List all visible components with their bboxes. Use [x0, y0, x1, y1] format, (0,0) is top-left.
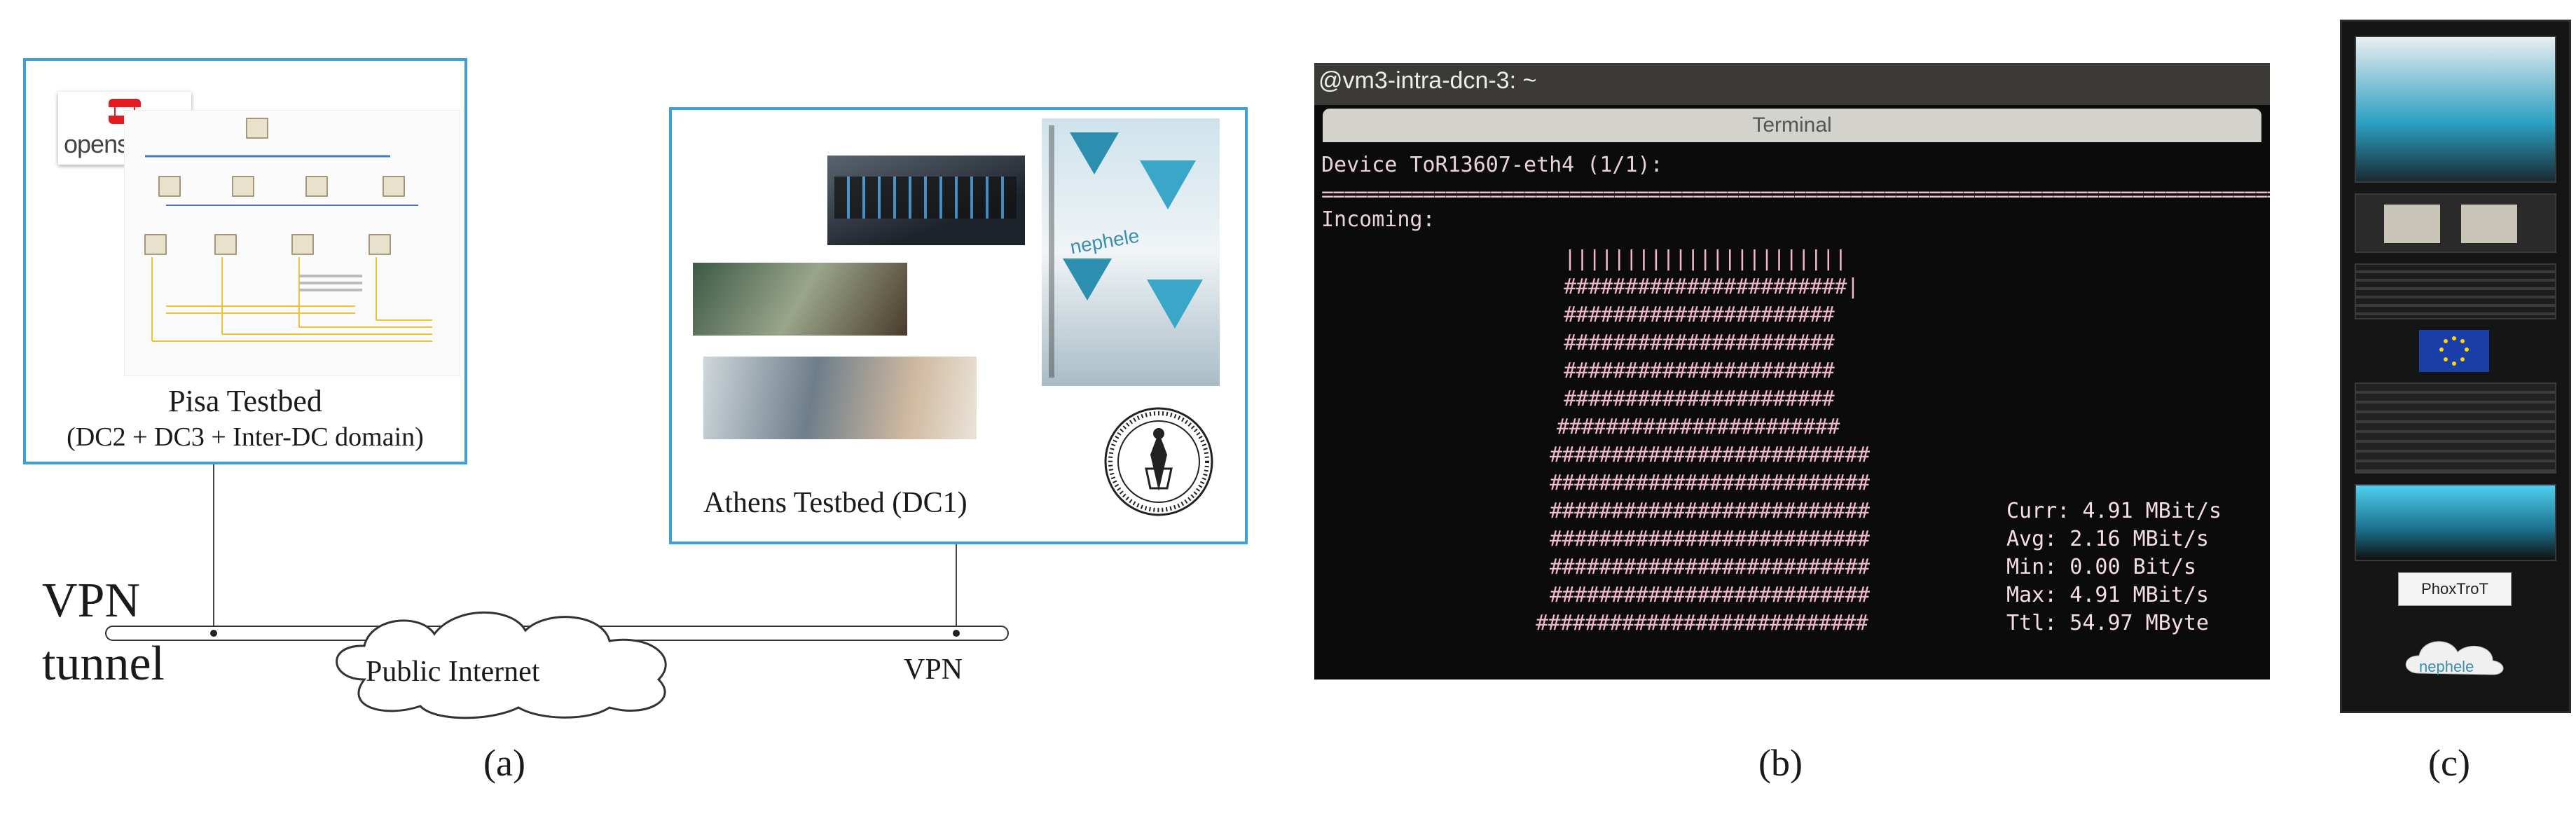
traffic-graph-row: #######################|: [1564, 275, 1859, 299]
traffic-graph-row: ######################: [1564, 359, 1835, 383]
vpn-tunnel-title-line2: tunnel: [42, 637, 165, 691]
traffic-graph-row: #######################: [1557, 415, 1840, 439]
stat-total: Ttl: 54.97 MByte: [2006, 611, 2209, 635]
phoxtrot-label-text: PhoxTroT: [2421, 580, 2488, 598]
traffic-graph-row: ##########################: [1550, 583, 1870, 607]
terminal-window-title: @vm3-intra-dcn-3: ~: [1318, 67, 1537, 94]
traffic-graph-row: ###########################: [1536, 611, 1868, 635]
stat-minimum: Min: 0.00 Bit/s: [2006, 555, 2196, 579]
rack-switch-unit: [2355, 382, 2556, 474]
pisa-connector-line: [213, 464, 214, 630]
incoming-label: Incoming:: [1321, 207, 1435, 232]
lab-bench-photo: [703, 357, 977, 439]
switch-photo: [827, 156, 1025, 245]
terminal-tab-title: Terminal: [1752, 113, 1832, 137]
athens-tunnel-endpoint: [953, 630, 960, 637]
panel-label-b: (b): [1758, 742, 1803, 784]
traffic-graph-row: ##########################: [1550, 555, 1870, 579]
separator-line: ========================================…: [1321, 182, 2270, 207]
terminal-window: @vm3-intra-dcn-3: ~ Terminal Device ToR1…: [1314, 63, 2270, 680]
lab-board-photo: [693, 263, 907, 336]
traffic-graph-row: ##########################: [1550, 471, 1870, 495]
traffic-graph-row: ######################: [1564, 331, 1835, 355]
public-internet-cloud: [336, 611, 667, 719]
traffic-graph-row: ######################: [1564, 303, 1835, 327]
stat-maximum: Max: 4.91 MBit/s: [2006, 583, 2209, 607]
traffic-graph-row: ##########################: [1550, 499, 1870, 523]
pisa-caption-title: Pisa Testbed: [168, 384, 322, 418]
phoxtrot-label: PhoxTroT: [2398, 572, 2512, 606]
rack-servers-unit: [2355, 263, 2556, 319]
traffic-graph-row: ##########################: [1550, 443, 1870, 467]
panel-label-a: (a): [483, 742, 525, 784]
stat-average: Avg: 2.16 MBit/s: [2006, 527, 2209, 551]
university-seal-icon: [1104, 407, 1213, 516]
device-line: Device ToR13607-eth4 (1/1):: [1321, 153, 1663, 177]
rack-panel-unit: [2355, 193, 2556, 253]
pisa-tunnel-endpoint: [210, 630, 217, 637]
pisa-caption-subtitle: (DC2 + DC3 + Inter-DC domain): [67, 422, 424, 452]
vpn-endpoint-label: VPN: [904, 654, 963, 686]
traffic-graph-peak-row: |||||||||||||||||||||||: [1564, 247, 1847, 271]
athens-testbed-box: nephele Athens Testbed (DC1): [669, 107, 1248, 544]
eu-flag-icon: [2419, 330, 2489, 372]
athens-caption: Athens Testbed (DC1): [703, 487, 967, 519]
nephele-cloud-logo: [2405, 641, 2504, 675]
athens-connector-line: [956, 544, 957, 630]
stat-current: Curr: 4.91 MBit/s: [2006, 499, 2222, 523]
pisa-topology-diagram: [124, 110, 460, 376]
nephele-cloud-text: nephele: [2419, 658, 2474, 675]
traffic-graph-row: ##########################: [1550, 527, 1870, 551]
vpn-tunnel-title-line1: VPN: [42, 574, 141, 628]
traffic-graph-row: ######################: [1564, 387, 1835, 411]
terminal-titlebar: @vm3-intra-dcn-3: ~: [1314, 63, 2270, 105]
nephele-rack-photo: nephele: [1042, 118, 1220, 386]
terminal-tab-bar[interactable]: Terminal: [1323, 109, 2261, 142]
phoxtrot-rack-photo: PhoxTroT nephele: [2340, 20, 2571, 713]
rack-optical-unit: [2355, 484, 2556, 561]
panel-label-c: (c): [2428, 742, 2470, 784]
rack-top-unit: [2355, 36, 2556, 183]
pisa-testbed-box: openstack.: [23, 58, 467, 464]
public-internet-label: Public Internet: [366, 656, 540, 688]
